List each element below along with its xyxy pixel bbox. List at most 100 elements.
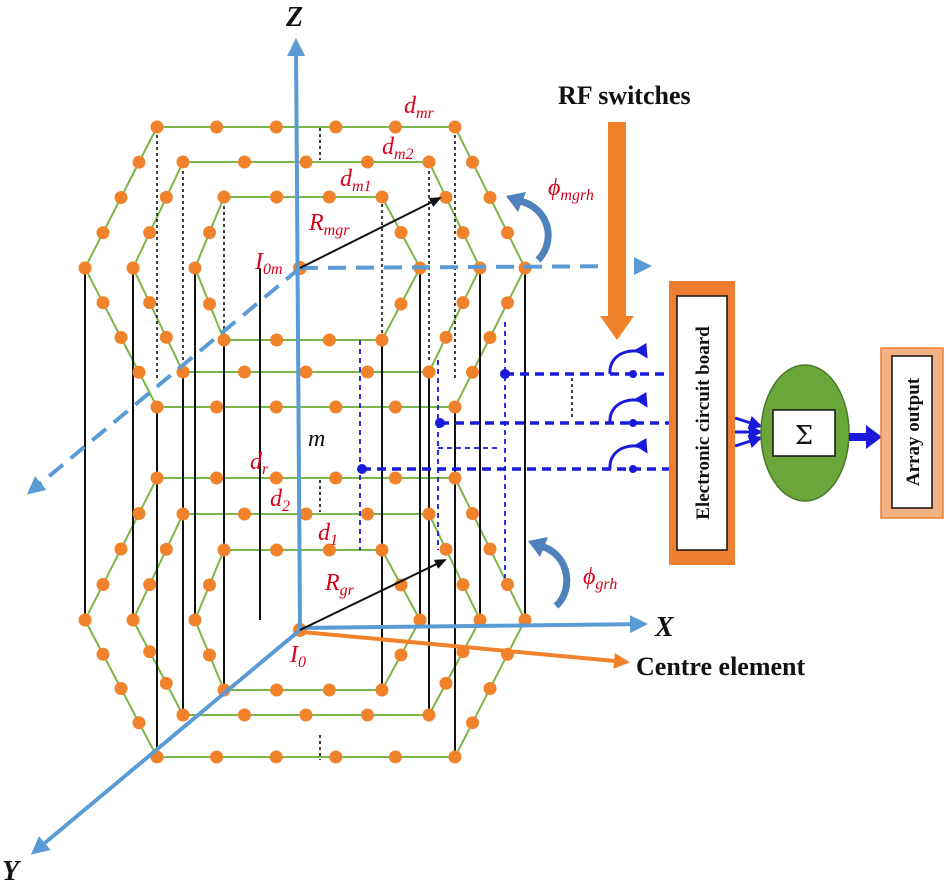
x-axis bbox=[299, 615, 648, 634]
rf-switches-label: RF switches bbox=[558, 81, 691, 110]
antenna-element bbox=[322, 190, 336, 204]
antenna-element bbox=[322, 543, 336, 557]
antenna-element bbox=[361, 155, 374, 169]
antenna-element bbox=[114, 542, 128, 556]
vertical-pillars bbox=[84, 128, 573, 760]
antenna-element bbox=[466, 716, 479, 730]
antenna-element bbox=[143, 645, 157, 659]
antenna-element bbox=[203, 297, 216, 311]
antenna-element bbox=[439, 190, 453, 204]
label-d-2: d2 bbox=[270, 486, 290, 515]
antenna-element bbox=[150, 400, 164, 414]
antenna-element bbox=[473, 613, 487, 627]
y-axis-label: Y bbox=[2, 856, 22, 887]
antenna-element bbox=[466, 507, 479, 520]
label-r-mgr: Rmgr bbox=[308, 210, 350, 239]
antenna-element bbox=[176, 507, 190, 521]
antenna-element bbox=[322, 683, 336, 697]
antenna-element bbox=[78, 261, 92, 275]
antenna-element bbox=[329, 120, 343, 134]
circuit-board-label: Electronic circuit board bbox=[693, 326, 714, 520]
antenna-element bbox=[422, 507, 436, 521]
antenna-element bbox=[143, 578, 157, 592]
antenna-element bbox=[361, 365, 374, 379]
antenna-element bbox=[238, 365, 251, 379]
x-axis-label: X bbox=[654, 612, 675, 643]
antenna-element bbox=[203, 578, 216, 592]
antenna-element bbox=[238, 155, 251, 169]
antenna-element bbox=[388, 400, 402, 414]
feed-lines bbox=[357, 322, 675, 578]
lower-hexagon-ring bbox=[131, 513, 482, 716]
antenna-element bbox=[448, 471, 462, 485]
antenna-element bbox=[329, 471, 343, 485]
label-i-0: I0 bbox=[289, 642, 306, 671]
label-d-m1: dm1 bbox=[340, 166, 372, 195]
label-r-gr: Rgr bbox=[324, 570, 355, 599]
antenna-element bbox=[413, 613, 427, 627]
antenna-element bbox=[501, 226, 514, 240]
antenna-element bbox=[466, 365, 479, 379]
antenna-element bbox=[394, 226, 408, 239]
antenna-element bbox=[270, 190, 284, 204]
antenna-element bbox=[132, 365, 146, 379]
antenna-element bbox=[456, 226, 470, 240]
antenna-element bbox=[388, 471, 402, 485]
antenna-element bbox=[210, 471, 224, 485]
antenna-element bbox=[269, 400, 283, 414]
antenna-element bbox=[483, 191, 497, 204]
antenna-element bbox=[132, 716, 146, 730]
antenna-element bbox=[217, 543, 231, 557]
antenna-element bbox=[176, 155, 190, 169]
antenna-element bbox=[439, 676, 453, 690]
antenna-element bbox=[448, 120, 462, 134]
lower-hexagon-ring bbox=[193, 549, 422, 691]
antenna-element bbox=[422, 155, 436, 169]
label-phi-mgrh: ϕmgrh bbox=[548, 175, 594, 204]
antenna-element bbox=[501, 578, 514, 591]
antenna-element bbox=[270, 543, 284, 557]
antenna-element bbox=[422, 708, 436, 722]
label-d-mr: dmr bbox=[404, 93, 435, 122]
antenna-element bbox=[329, 750, 343, 764]
antenna-element bbox=[361, 708, 374, 722]
board-to-summer-arrows bbox=[734, 415, 763, 449]
antenna-element bbox=[159, 330, 173, 344]
antenna-element bbox=[143, 296, 157, 310]
label-d-1: d1 bbox=[318, 520, 338, 549]
antenna-element bbox=[150, 471, 164, 485]
antenna-element bbox=[299, 155, 313, 169]
antenna-element bbox=[238, 507, 251, 521]
summer-symbol: Σ bbox=[795, 421, 813, 451]
antenna-element bbox=[375, 333, 389, 347]
y-axis bbox=[30, 628, 302, 855]
antenna-element bbox=[203, 226, 216, 239]
antenna-element bbox=[466, 155, 479, 169]
antenna-element bbox=[114, 331, 128, 344]
circuit-board-box: Electronic circuit board bbox=[669, 281, 735, 565]
antenna-element bbox=[143, 226, 157, 240]
antenna-element bbox=[132, 507, 146, 520]
antenna-element bbox=[388, 750, 402, 764]
axes bbox=[26, 38, 652, 855]
antenna-elements bbox=[78, 120, 532, 764]
antenna-element bbox=[322, 333, 336, 347]
antenna-element bbox=[456, 296, 470, 310]
antenna-element bbox=[483, 542, 497, 556]
centre-element-label: Centre element bbox=[636, 652, 806, 681]
antenna-element bbox=[114, 682, 128, 695]
antenna-element bbox=[448, 750, 462, 764]
antenna-element bbox=[439, 542, 453, 556]
antenna-element bbox=[210, 750, 224, 764]
antenna-element bbox=[270, 683, 284, 697]
antenna-element bbox=[270, 333, 284, 347]
antenna-element bbox=[299, 365, 313, 379]
radius-arrow-lower bbox=[299, 559, 447, 631]
antenna-element bbox=[329, 400, 343, 414]
antenna-element bbox=[210, 400, 224, 414]
antenna-element bbox=[422, 365, 436, 379]
antenna-element bbox=[96, 296, 110, 310]
array-output-box: Array output bbox=[880, 347, 944, 519]
antenna-element bbox=[518, 613, 532, 627]
